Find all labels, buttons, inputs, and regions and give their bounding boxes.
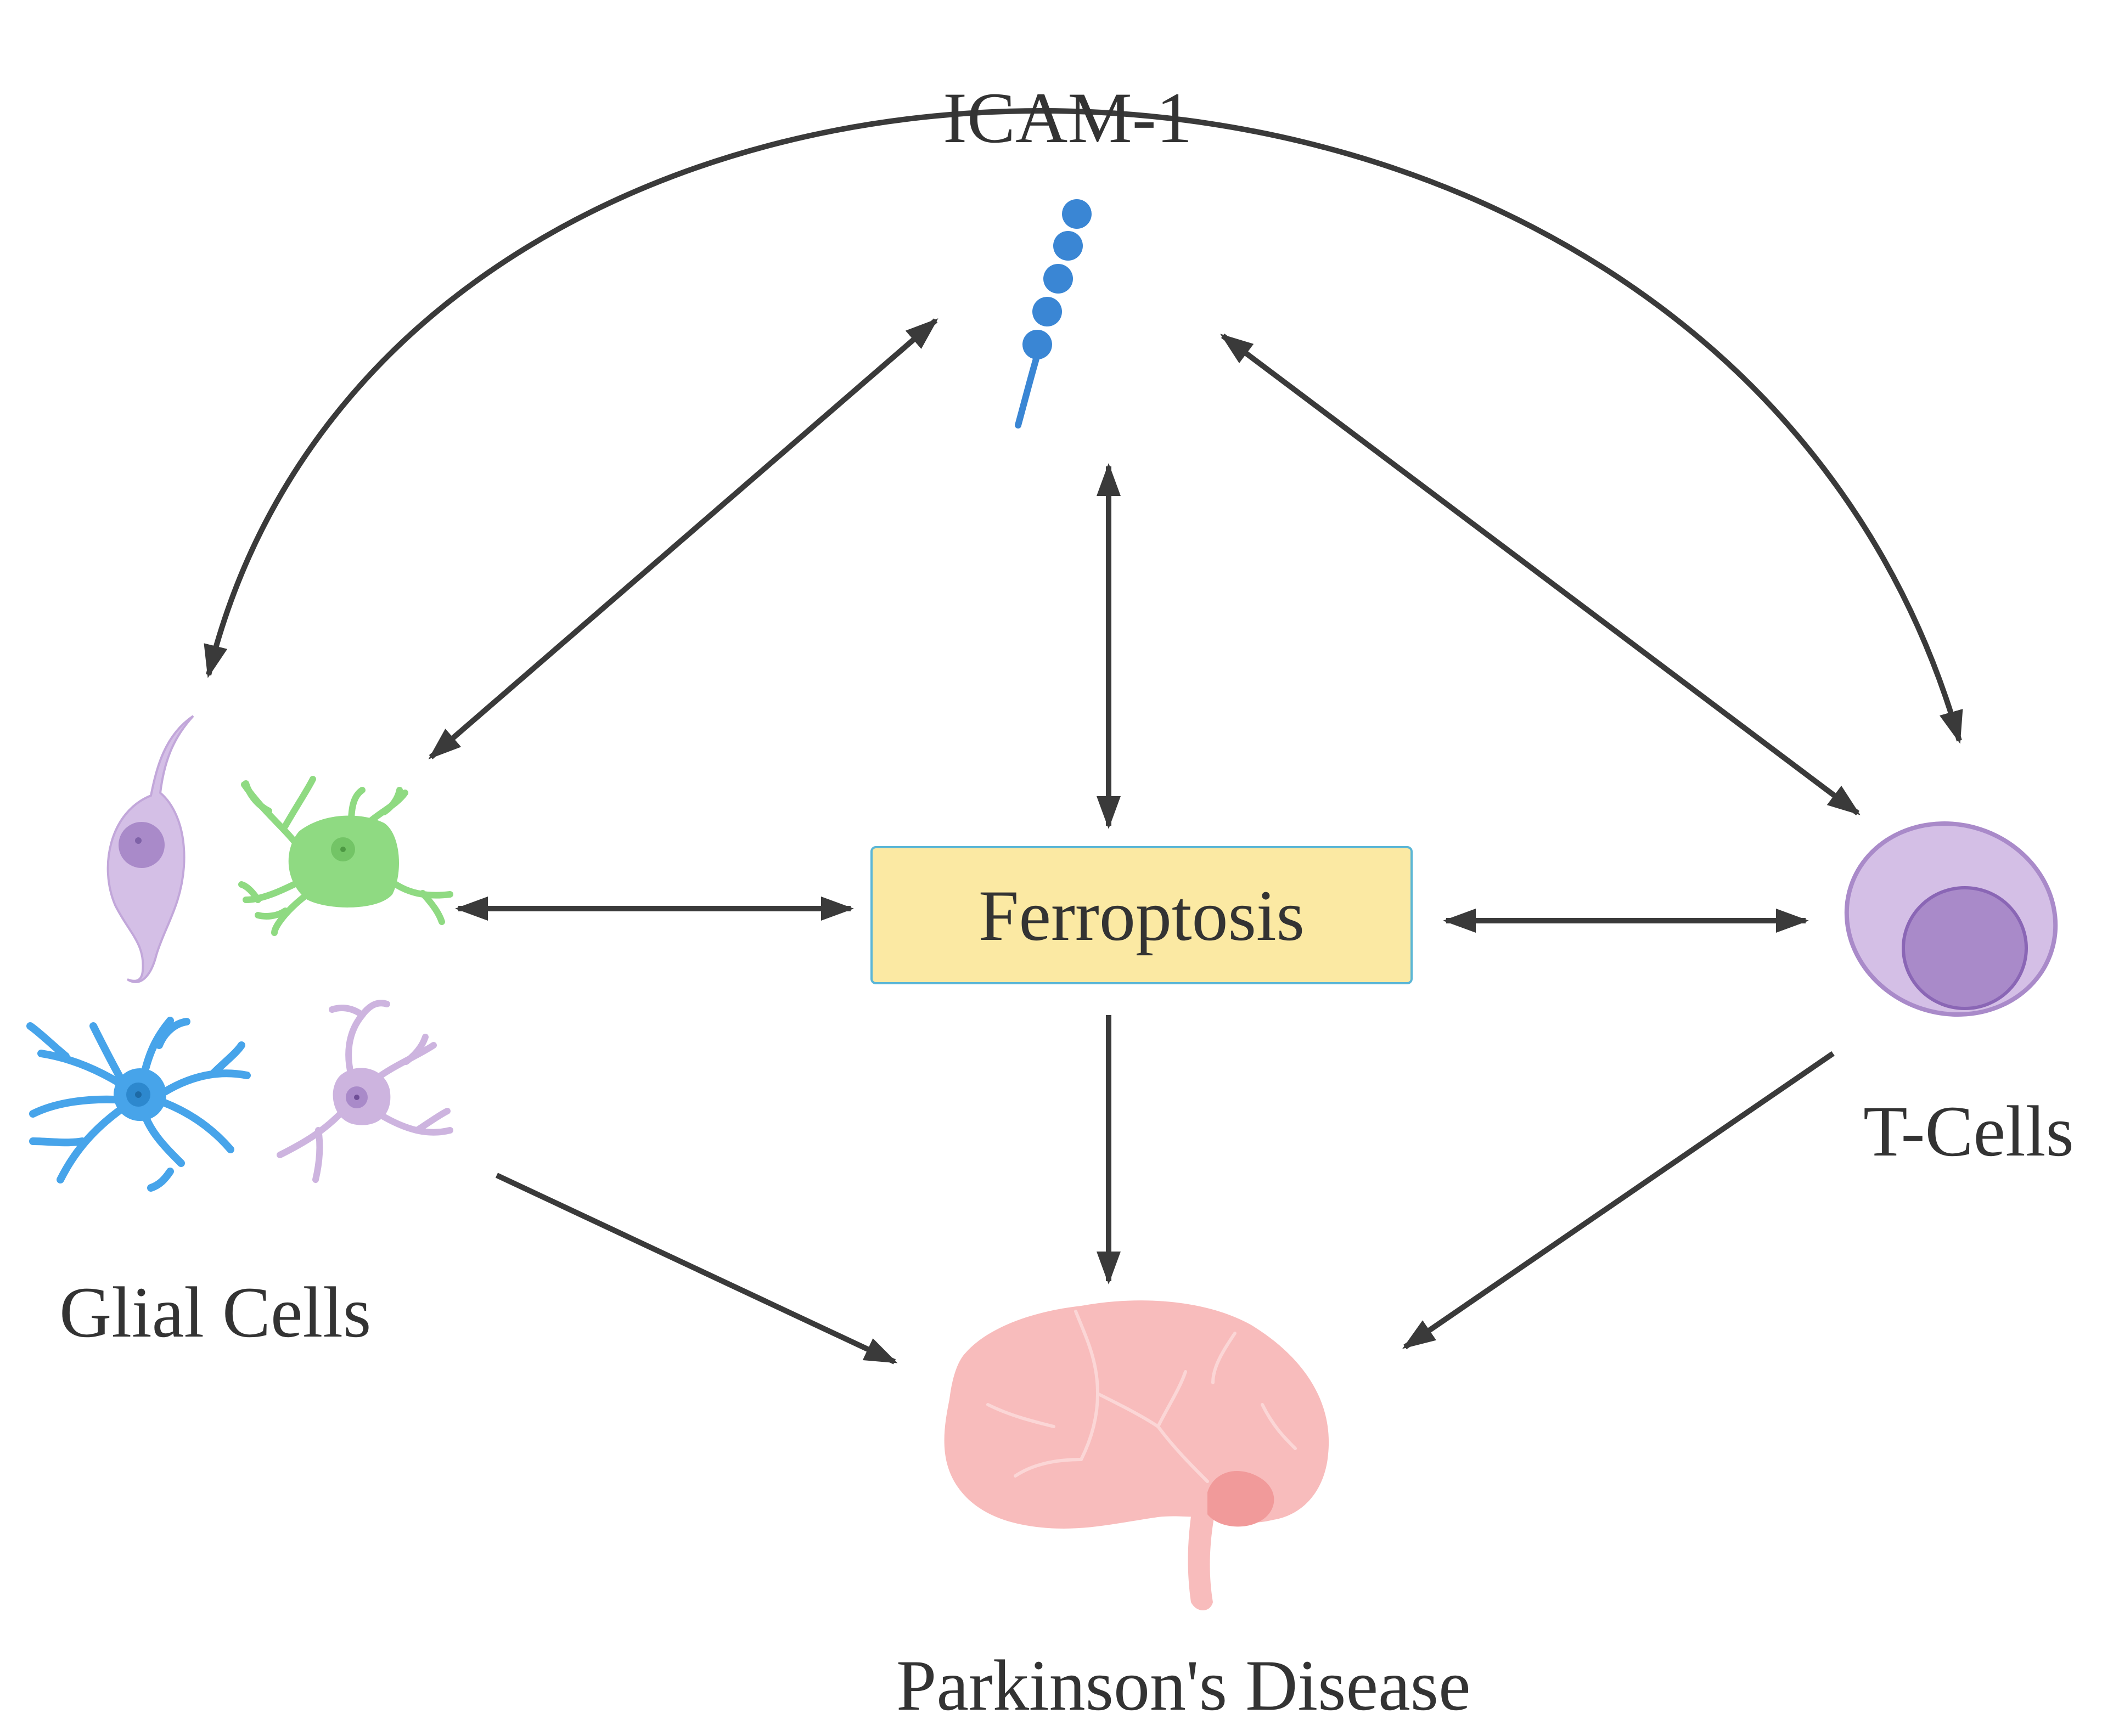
parkinsons-disease-label: Parkinson's Disease — [896, 1645, 1471, 1726]
ferroptosis-box: Ferroptosis — [870, 846, 1413, 984]
t-cell-icon — [1844, 821, 2058, 1017]
arrow-icam-tcells — [1220, 334, 1861, 815]
arrow-glial-pd — [495, 1173, 898, 1365]
glial-cells-label: Glial Cells — [59, 1272, 372, 1352]
arrow-glial-icam — [428, 318, 938, 759]
t-cells-label: T-Cells — [1863, 1091, 2074, 1171]
glial-cells-icon — [26, 715, 453, 1192]
icam-1-molecule-icon — [1015, 199, 1092, 429]
ferroptosis-label: Ferroptosis — [979, 875, 1305, 956]
green-glial-cell-body — [288, 815, 399, 908]
purple-bipolar-glial-cell — [106, 715, 194, 983]
icam-1-label: ICAM-1 — [943, 77, 1193, 158]
brain-icon — [944, 1300, 1329, 1610]
arrow-tcells-pd — [1402, 1051, 1835, 1350]
